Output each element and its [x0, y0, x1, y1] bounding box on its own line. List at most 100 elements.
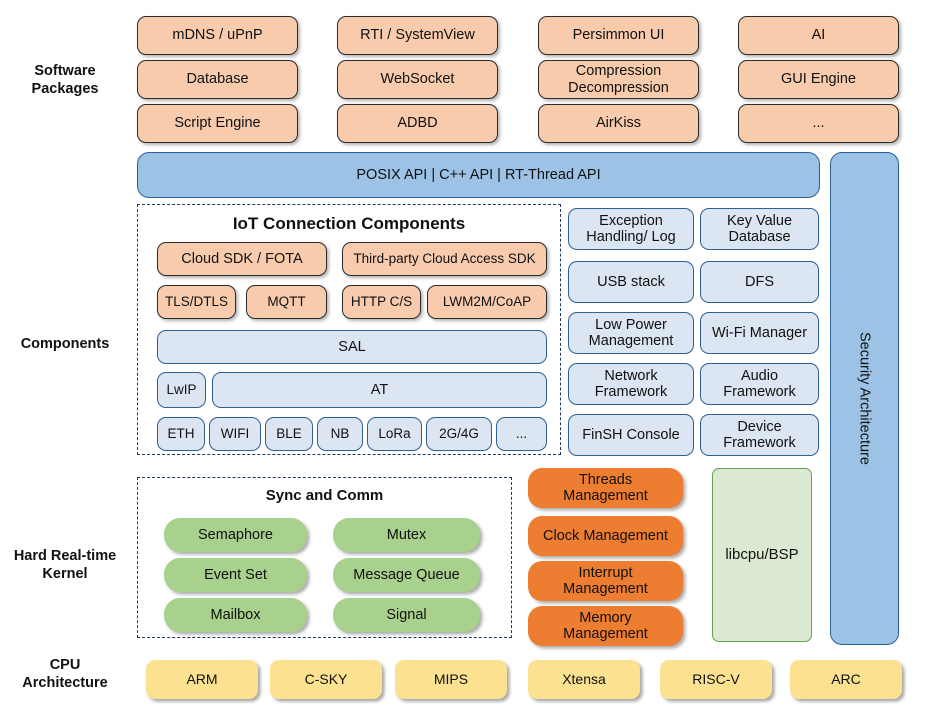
- component-box-label: Network Framework: [594, 367, 668, 400]
- cpu-arch-label: ARM: [186, 670, 218, 687]
- iot-box-lwip[interactable]: LwIP: [157, 372, 206, 408]
- sw-pkg-label: AI: [811, 27, 826, 44]
- kernel-box-interrupt-management[interactable]: Interrupt Management: [528, 561, 683, 601]
- cpu-arch-label: RISC-V: [692, 670, 740, 687]
- sw-pkg-label: Database: [186, 71, 249, 88]
- cpu-arch-box-arm[interactable]: ARM: [146, 660, 258, 699]
- sw-pkg-label: mDNS / uPnP: [172, 27, 263, 44]
- iot-box-third-party-cloud[interactable]: Third-party Cloud Access SDK: [342, 242, 547, 276]
- sw-pkg-box[interactable]: Database: [137, 60, 298, 99]
- iot-box-2g4g[interactable]: 2G/4G: [426, 417, 492, 451]
- sw-pkg-box[interactable]: AI: [738, 16, 899, 55]
- sw-pkg-label: WebSocket: [380, 71, 455, 88]
- iot-box-cloud-sdk[interactable]: Cloud SDK / FOTA: [157, 242, 327, 276]
- iot-box-http-cs[interactable]: HTTP C/S: [342, 285, 421, 319]
- component-box-label: Device Framework: [723, 418, 796, 451]
- iot-box-label: Cloud SDK / FOTA: [181, 250, 303, 267]
- sync-box-event-set[interactable]: Event Set: [164, 558, 307, 592]
- iot-box-tls-dtls[interactable]: TLS/DTLS: [157, 285, 236, 319]
- cpu-arch-box-arc[interactable]: ARC: [790, 660, 902, 699]
- component-box-key-value-database[interactable]: Key Value Database: [700, 208, 819, 250]
- component-box-usb-stack[interactable]: USB stack: [568, 261, 694, 303]
- cpu-arch-box-xtensa[interactable]: Xtensa: [528, 660, 640, 699]
- iot-box-sal[interactable]: SAL: [157, 330, 547, 364]
- iot-box-mqtt[interactable]: MQTT: [246, 285, 327, 319]
- sync-box-semaphore[interactable]: Semaphore: [164, 518, 307, 552]
- component-box-network-framework[interactable]: Network Framework: [568, 363, 694, 405]
- api-bar[interactable]: POSIX API | C++ API | RT-Thread API: [137, 152, 820, 198]
- kernel-box-memory-management[interactable]: Memory Management: [528, 606, 683, 646]
- sw-pkg-label: Script Engine: [174, 115, 261, 132]
- component-box-label: FinSH Console: [582, 426, 680, 443]
- sync-box-mutex[interactable]: Mutex: [333, 518, 480, 552]
- iot-box-label: SAL: [338, 338, 366, 355]
- sync-box-message-queue[interactable]: Message Queue: [333, 558, 480, 592]
- sync-box-label: Signal: [386, 606, 427, 623]
- component-box-label: USB stack: [597, 273, 665, 290]
- row-label-software-packages-line1: Software Packages: [31, 63, 99, 98]
- iot-box-ble[interactable]: BLE: [265, 417, 313, 451]
- sync-box-signal[interactable]: Signal: [333, 598, 480, 632]
- sw-pkg-box[interactable]: AirKiss: [538, 104, 699, 143]
- component-box-dfs[interactable]: DFS: [700, 261, 819, 303]
- component-box-device-framework[interactable]: Device Framework: [700, 414, 819, 456]
- row-label-components: Components: [0, 335, 130, 353]
- api-bar-label: POSIX API | C++ API | RT-Thread API: [356, 166, 601, 183]
- iot-box-lwm2m-coap[interactable]: LWM2M/CoAP: [427, 285, 547, 319]
- sync-box-label: Mailbox: [210, 606, 261, 623]
- security-architecture-bar[interactable]: Security Architecture: [830, 152, 899, 645]
- kernel-box-label: Interrupt Management: [563, 564, 648, 597]
- iot-box-label: ...: [515, 426, 528, 442]
- component-box-label: Key Value Database: [726, 212, 793, 245]
- component-box-wifi-manager[interactable]: Wi-Fi Manager: [700, 312, 819, 354]
- row-label-software-packages: Software Packages: [0, 62, 130, 98]
- cpu-arch-box-risc-v[interactable]: RISC-V: [660, 660, 772, 699]
- cpu-arch-box-c-sky[interactable]: C-SKY: [270, 660, 382, 699]
- iot-box-label: AT: [370, 381, 389, 398]
- libcpu-bsp-box[interactable]: libcpu/BSP: [712, 468, 812, 642]
- iot-box-lora[interactable]: LoRa: [367, 417, 422, 451]
- component-box-audio-framework[interactable]: Audio Framework: [700, 363, 819, 405]
- iot-box-label: BLE: [276, 426, 302, 442]
- sw-pkg-label: Compression Decompression: [568, 63, 669, 96]
- sw-pkg-label: ...: [812, 115, 825, 132]
- sw-pkg-box[interactable]: ADBD: [337, 104, 498, 143]
- sync-box-mailbox[interactable]: Mailbox: [164, 598, 307, 632]
- iot-connection-panel-title: IoT Connection Components: [232, 214, 466, 233]
- iot-box-label: NB: [330, 426, 350, 442]
- sw-pkg-box[interactable]: GUI Engine: [738, 60, 899, 99]
- iot-box-label: LWM2M/CoAP: [442, 294, 532, 310]
- component-box-label: DFS: [745, 273, 774, 290]
- component-box-low-power-management[interactable]: Low Power Management: [568, 312, 694, 354]
- sw-pkg-box[interactable]: Compression Decompression: [538, 60, 699, 99]
- sw-pkg-box[interactable]: Persimmon UI: [538, 16, 699, 55]
- component-box-label: Wi-Fi Manager: [711, 324, 808, 341]
- iot-box-nb[interactable]: NB: [317, 417, 363, 451]
- kernel-box-clock-management[interactable]: Clock Management: [528, 516, 683, 556]
- sw-pkg-box[interactable]: ...: [738, 104, 899, 143]
- iot-box-eth[interactable]: ETH: [157, 417, 205, 451]
- security-architecture-label: Security Architecture: [856, 332, 873, 465]
- kernel-box-label: Clock Management: [543, 527, 668, 544]
- sw-pkg-box[interactable]: RTI / SystemView: [337, 16, 498, 55]
- sw-pkg-box[interactable]: mDNS / uPnP: [137, 16, 298, 55]
- row-label-cpu: CPU Architecture: [0, 656, 130, 692]
- iot-box-label: MQTT: [267, 294, 306, 310]
- iot-box-label: Third-party Cloud Access SDK: [353, 251, 536, 267]
- kernel-box-threads-management[interactable]: Threads Management: [528, 468, 683, 508]
- component-box-label: Exception Handling/ Log: [586, 212, 676, 245]
- component-box-exception-handling[interactable]: Exception Handling/ Log: [568, 208, 694, 250]
- row-label-kernel: Hard Real-time Kernel: [0, 547, 130, 583]
- iot-box-at[interactable]: AT: [212, 372, 547, 408]
- row-label-components-text: Components: [20, 336, 110, 352]
- sync-box-label: Event Set: [204, 566, 267, 583]
- sync-box-label: Mutex: [386, 526, 427, 543]
- iot-box-more[interactable]: ...: [496, 417, 547, 451]
- component-box-finsh-console[interactable]: FinSH Console: [568, 414, 694, 456]
- component-box-label: Audio Framework: [723, 367, 796, 400]
- iot-box-wifi[interactable]: WIFI: [209, 417, 261, 451]
- sw-pkg-box[interactable]: WebSocket: [337, 60, 498, 99]
- sw-pkg-box[interactable]: Script Engine: [137, 104, 298, 143]
- cpu-arch-box-mips[interactable]: MIPS: [395, 660, 507, 699]
